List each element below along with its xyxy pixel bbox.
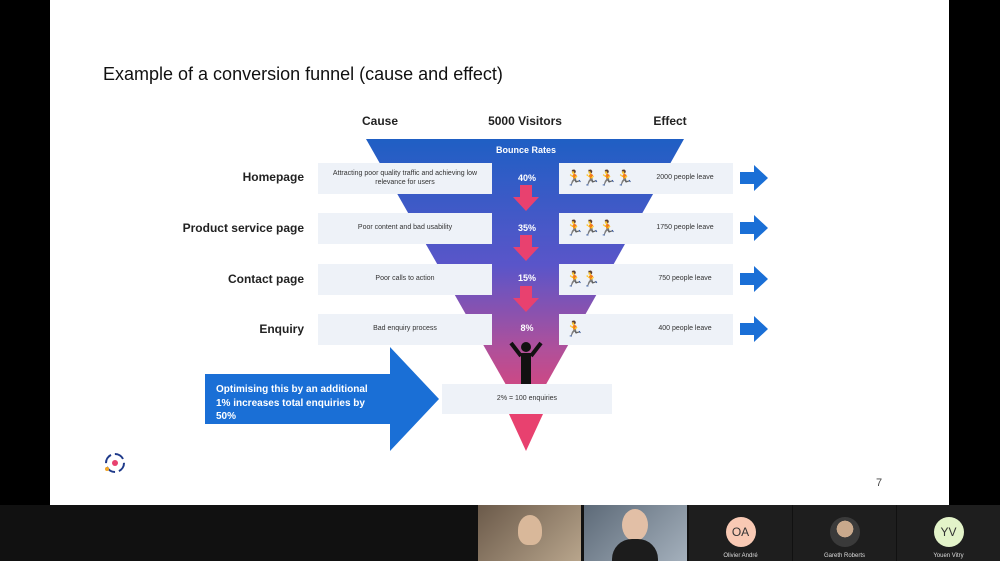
- bounce-rate: 35%: [517, 223, 536, 233]
- participant-video-tile[interactable]: [584, 505, 687, 561]
- effect-box: 🏃🏃🏃🏃 2000 people leave: [559, 163, 733, 194]
- leaving-people-icon: 🏃🏃: [565, 271, 600, 288]
- converted-person-icon: [509, 341, 543, 391]
- leaving-people-icon: 🏃🏃🏃: [565, 220, 617, 237]
- participant-silhouette: [612, 539, 658, 561]
- right-arrow-icon: [740, 215, 768, 241]
- leaving-people-icon: 🏃: [565, 321, 584, 338]
- participant-silhouette: [622, 509, 648, 541]
- page-number: 7: [876, 477, 883, 489]
- stage-label-product-service: Product service page: [182, 221, 304, 235]
- participant-silhouette: [518, 515, 542, 545]
- participant-tile-olivier[interactable]: OA Olivier André: [689, 505, 792, 561]
- right-arrow-icon: [740, 165, 768, 191]
- right-arrow-icon: [740, 266, 768, 292]
- effect-text: 1750 people leave: [656, 224, 714, 232]
- participant-tile-gareth[interactable]: Gareth Roberts: [793, 505, 896, 561]
- result-box: 2% = 100 enquiries: [442, 384, 612, 414]
- effect-text: 400 people leave: [658, 325, 712, 333]
- effect-box: 🏃 400 people leave: [559, 314, 733, 345]
- down-arrow-icon: [513, 286, 539, 312]
- leaving-people-icon: 🏃🏃🏃🏃: [565, 170, 634, 187]
- participant-name: Olivier André: [723, 553, 758, 559]
- funnel-diagram: [205, 139, 768, 451]
- participant-strip: OA Olivier André Gareth Roberts YV Youen…: [0, 505, 1000, 561]
- funnel-shape: [366, 139, 684, 420]
- participant-tile-youen[interactable]: YV Youen Vitry: [897, 505, 1000, 561]
- callout-text: Optimising this by an additional 1% incr…: [216, 384, 368, 422]
- down-arrow-icon: [513, 235, 539, 261]
- participant-name: Gareth Roberts: [823, 553, 866, 559]
- header-visitors: 5000 Visitors: [488, 114, 562, 128]
- presentation-slide: Example of a conversion funnel (cause an…: [50, 0, 949, 505]
- avatar: OA: [725, 517, 756, 547]
- stage-label-homepage: Homepage: [242, 170, 304, 184]
- participant-video-tile[interactable]: [478, 505, 581, 561]
- bounce-rate: 15%: [517, 273, 536, 283]
- avatar: YV: [933, 517, 964, 547]
- company-logo: [105, 453, 125, 473]
- effect-text: 750 people leave: [658, 275, 712, 283]
- slide-title: Example of a conversion funnel (cause an…: [103, 64, 503, 84]
- participant-name: Youen Vitry: [933, 553, 964, 559]
- cause-box: Attracting poor quality traffic and achi…: [318, 163, 492, 194]
- avatar: [829, 517, 860, 547]
- stage-label-enquiry: Enquiry: [259, 322, 304, 336]
- bounce-rate: 40%: [517, 173, 536, 183]
- cause-box: Bad enquiry process: [318, 314, 492, 345]
- effect-box: 🏃🏃🏃 1750 people leave: [559, 213, 733, 244]
- cause-box: Poor content and bad usability: [318, 213, 492, 244]
- funnel-tip: [509, 414, 543, 451]
- header-cause: Cause: [361, 114, 399, 128]
- callout-arrow: [205, 347, 439, 451]
- cause-box: Poor calls to action: [318, 264, 492, 295]
- bounce-rates-label: Bounce Rates: [495, 145, 557, 155]
- bounce-rate: 8%: [520, 323, 534, 333]
- right-arrow-icon: [740, 316, 768, 342]
- effect-box: 🏃🏃 750 people leave: [559, 264, 733, 295]
- down-arrow-icon: [513, 185, 539, 211]
- stage-label-contact: Contact page: [227, 272, 304, 286]
- effect-text: 2000 people leave: [656, 174, 714, 182]
- header-effect: Effect: [653, 114, 687, 128]
